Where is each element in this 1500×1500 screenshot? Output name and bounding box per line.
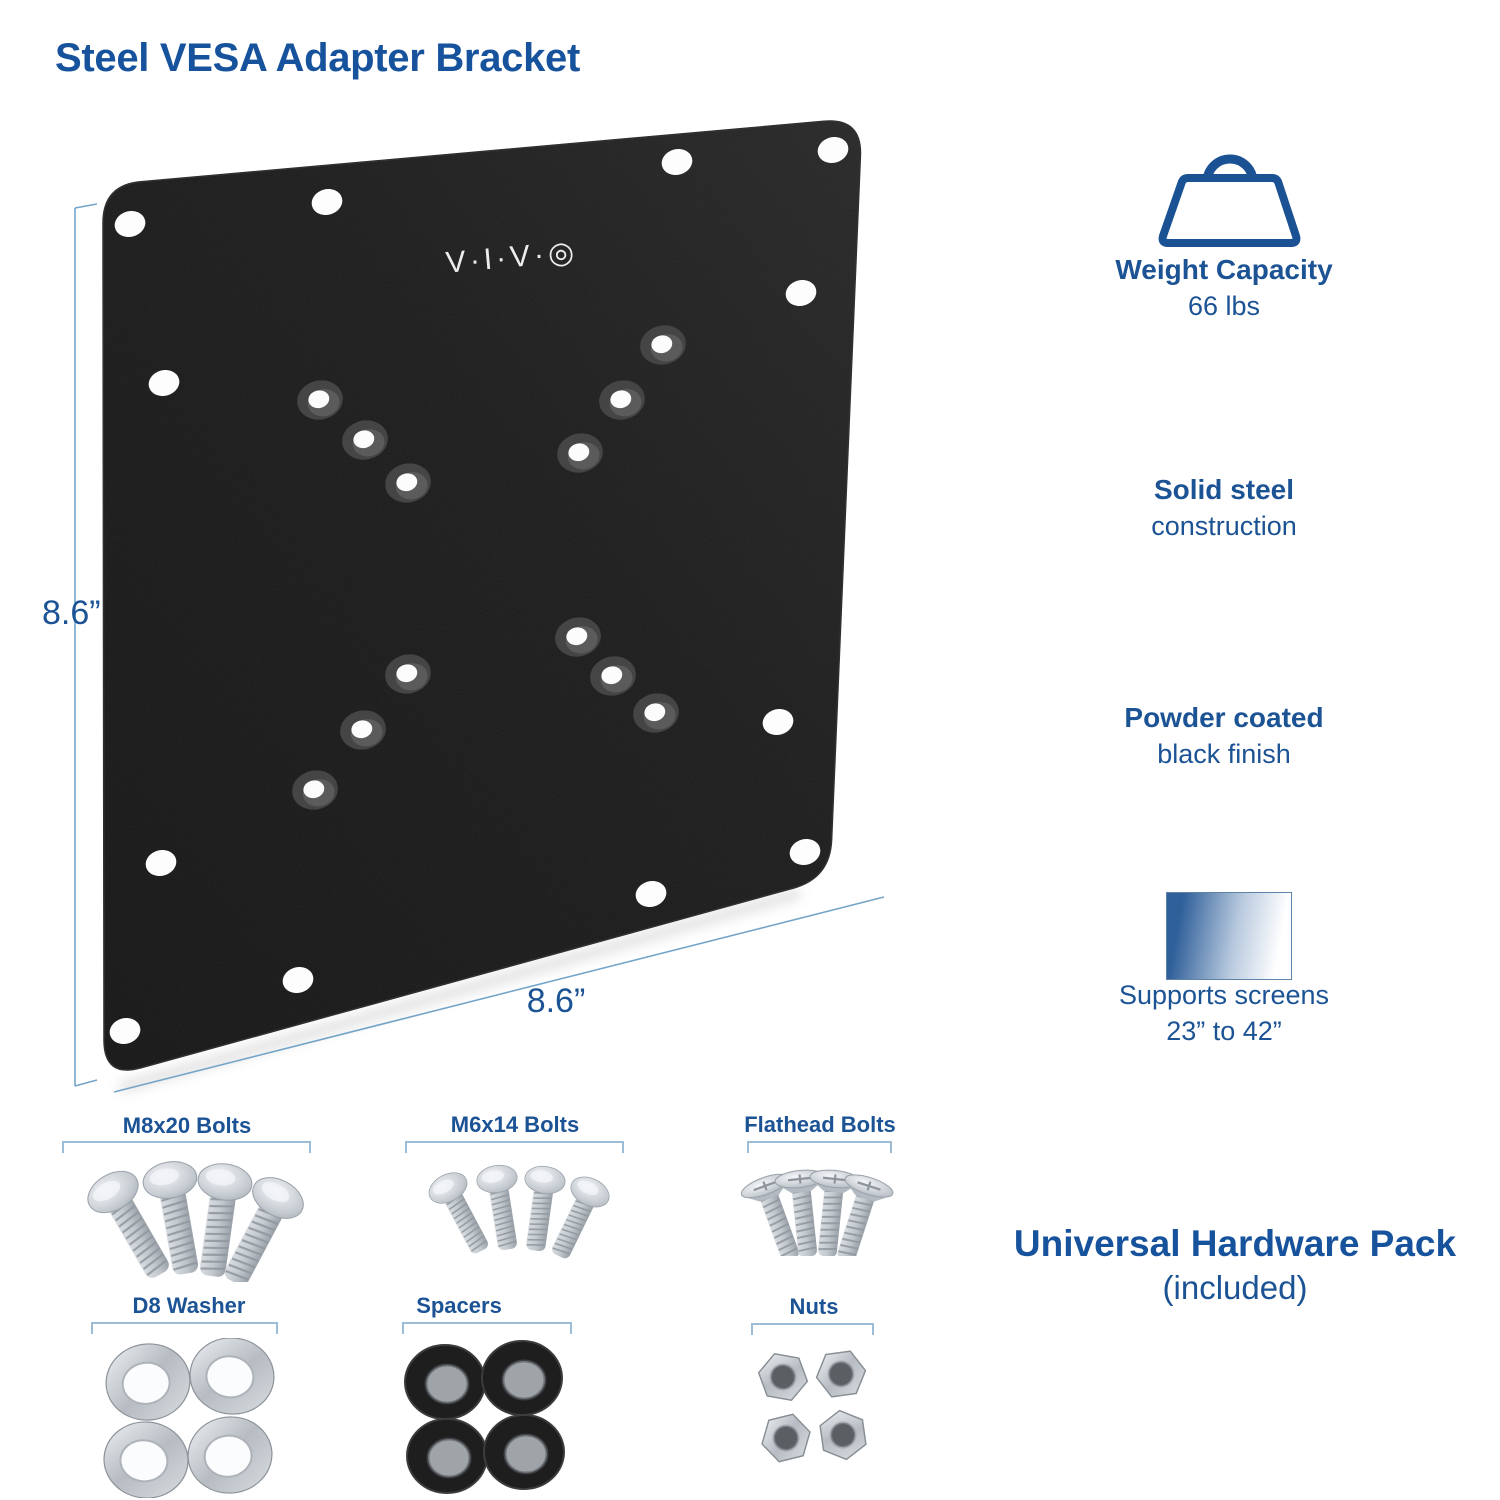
feature-solid-steel: Solid steel construction (1039, 472, 1409, 544)
flathead-bolts-image (737, 1166, 897, 1256)
hw-label-flathead-bolts: Flathead Bolts (744, 1112, 896, 1137)
dimension-width-label: 8.6” (527, 982, 586, 1020)
hardware-pack-caption: Universal Hardware Pack (included) (1005, 1222, 1465, 1310)
pack-title: Universal Hardware Pack (1013, 1223, 1457, 1264)
page-title: Steel VESA Adapter Bracket (55, 36, 580, 80)
hw-label-d8-washer: D8 Washer (132, 1293, 246, 1318)
spacers-image (403, 1340, 566, 1495)
pack-subtitle: (included) (1162, 1269, 1308, 1306)
feature-powder-coated: Powder coated black finish (1039, 700, 1409, 772)
bracket-flathead (747, 1141, 892, 1153)
bracket-m6x14 (405, 1141, 624, 1153)
dimension-height (74, 203, 98, 1087)
weight-capacity-label: Weight Capacity (1115, 254, 1333, 285)
supported-screens-line2: 23” to 42” (1166, 1016, 1282, 1046)
hw-label-nuts: Nuts (789, 1294, 839, 1319)
hw-label-m6x14-bolts: M6x14 Bolts (450, 1112, 580, 1137)
powder-coated-sub: black finish (1157, 739, 1291, 769)
washers-image (99, 1338, 279, 1498)
powder-coated-label: Powder coated (1124, 702, 1324, 733)
bracket-d8-washer (91, 1322, 278, 1334)
weight-capacity-value: 66 lbs (1187, 291, 1261, 321)
dimension-height-label: 8.6” (42, 594, 101, 632)
supported-screens-line1: Supports screens (1118, 980, 1330, 1010)
bracket-nuts (751, 1323, 874, 1335)
hw-label-spacers: Spacers (416, 1293, 502, 1318)
feature-supported-screens: Supports screens 23” to 42” (1039, 977, 1409, 1049)
bracket-m8x20 (62, 1141, 311, 1153)
screen-size-icon (1166, 892, 1292, 980)
m6-bolts-image (422, 1161, 615, 1264)
nuts-image (753, 1347, 876, 1467)
m8-bolts-image (79, 1156, 312, 1282)
solid-steel-sub: construction (1151, 511, 1297, 541)
weight-icon (1158, 154, 1301, 247)
dimension-width (113, 896, 885, 1093)
bracket-spacers (402, 1322, 572, 1334)
feature-weight-capacity: Weight Capacity 66 lbs (1039, 252, 1409, 324)
plate-shadow (118, 888, 802, 1093)
solid-steel-label: Solid steel (1153, 474, 1295, 505)
hw-label-m8x20-bolts: M8x20 Bolts (122, 1113, 252, 1138)
